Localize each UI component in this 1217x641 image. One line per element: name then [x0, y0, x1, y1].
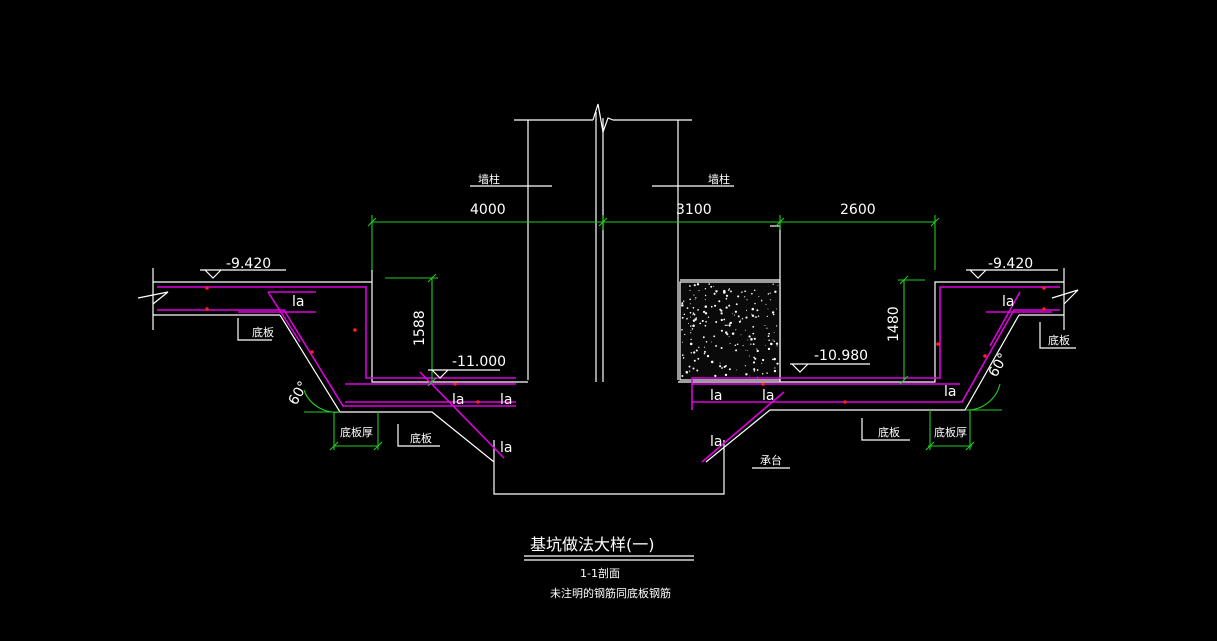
dimension-lines — [303, 215, 1002, 451]
pit-outline — [137, 225, 1079, 495]
elevation-markers — [200, 269, 1058, 379]
elev-mid-right: -10.980 — [814, 348, 868, 364]
angle-label: 60° — [986, 350, 1012, 380]
column — [514, 103, 692, 382]
la-label: la — [944, 384, 956, 400]
dim-3100: 3100 — [676, 202, 712, 218]
la-label: la — [500, 392, 512, 408]
dim-2600: 2600 — [840, 202, 876, 218]
wall-pillar-label-left: 墙柱 — [478, 172, 500, 186]
drawing-title: 基坑做法大样(一) — [530, 535, 655, 554]
rebar-dots — [205, 286, 1046, 404]
la-label: la — [500, 440, 512, 456]
slab-thickness-label: 底板厚 — [934, 425, 967, 439]
rebar — [157, 286, 1060, 463]
angle-label: 60° — [286, 378, 312, 408]
la-label: la — [762, 388, 774, 404]
elev-right: -9.420 — [988, 256, 1033, 272]
la-label: la — [292, 294, 304, 310]
leader-lines — [237, 185, 1076, 561]
la-label: la — [1002, 294, 1014, 310]
slab-thickness-label: 底板厚 — [340, 425, 373, 439]
slab-label: 底板 — [252, 325, 274, 339]
dim-4000: 4000 — [470, 202, 506, 218]
pile-cap-label: 承台 — [760, 453, 782, 467]
section-label: 1-1剖面 — [580, 566, 620, 580]
slab-label: 底板 — [410, 431, 432, 445]
depth-right: 1480 — [886, 306, 902, 342]
wall-pillar-label-right: 墙柱 — [708, 172, 730, 186]
slab-label: 底板 — [1048, 333, 1070, 347]
depth-left: 1588 — [412, 310, 428, 346]
la-label: la — [452, 392, 464, 408]
slab-label: 底板 — [878, 425, 900, 439]
labels: 墙柱 墙柱 4000 3100 2600 -9.420 -9.420 -11.0… — [226, 172, 1070, 600]
note-label: 未注明的钢筋同底板钢筋 — [550, 586, 671, 600]
concrete-hatch — [679, 281, 781, 381]
la-label: la — [710, 434, 722, 450]
elev-left: -9.420 — [226, 256, 271, 272]
la-label: la — [710, 388, 722, 404]
elev-mid-left: -11.000 — [452, 354, 506, 370]
